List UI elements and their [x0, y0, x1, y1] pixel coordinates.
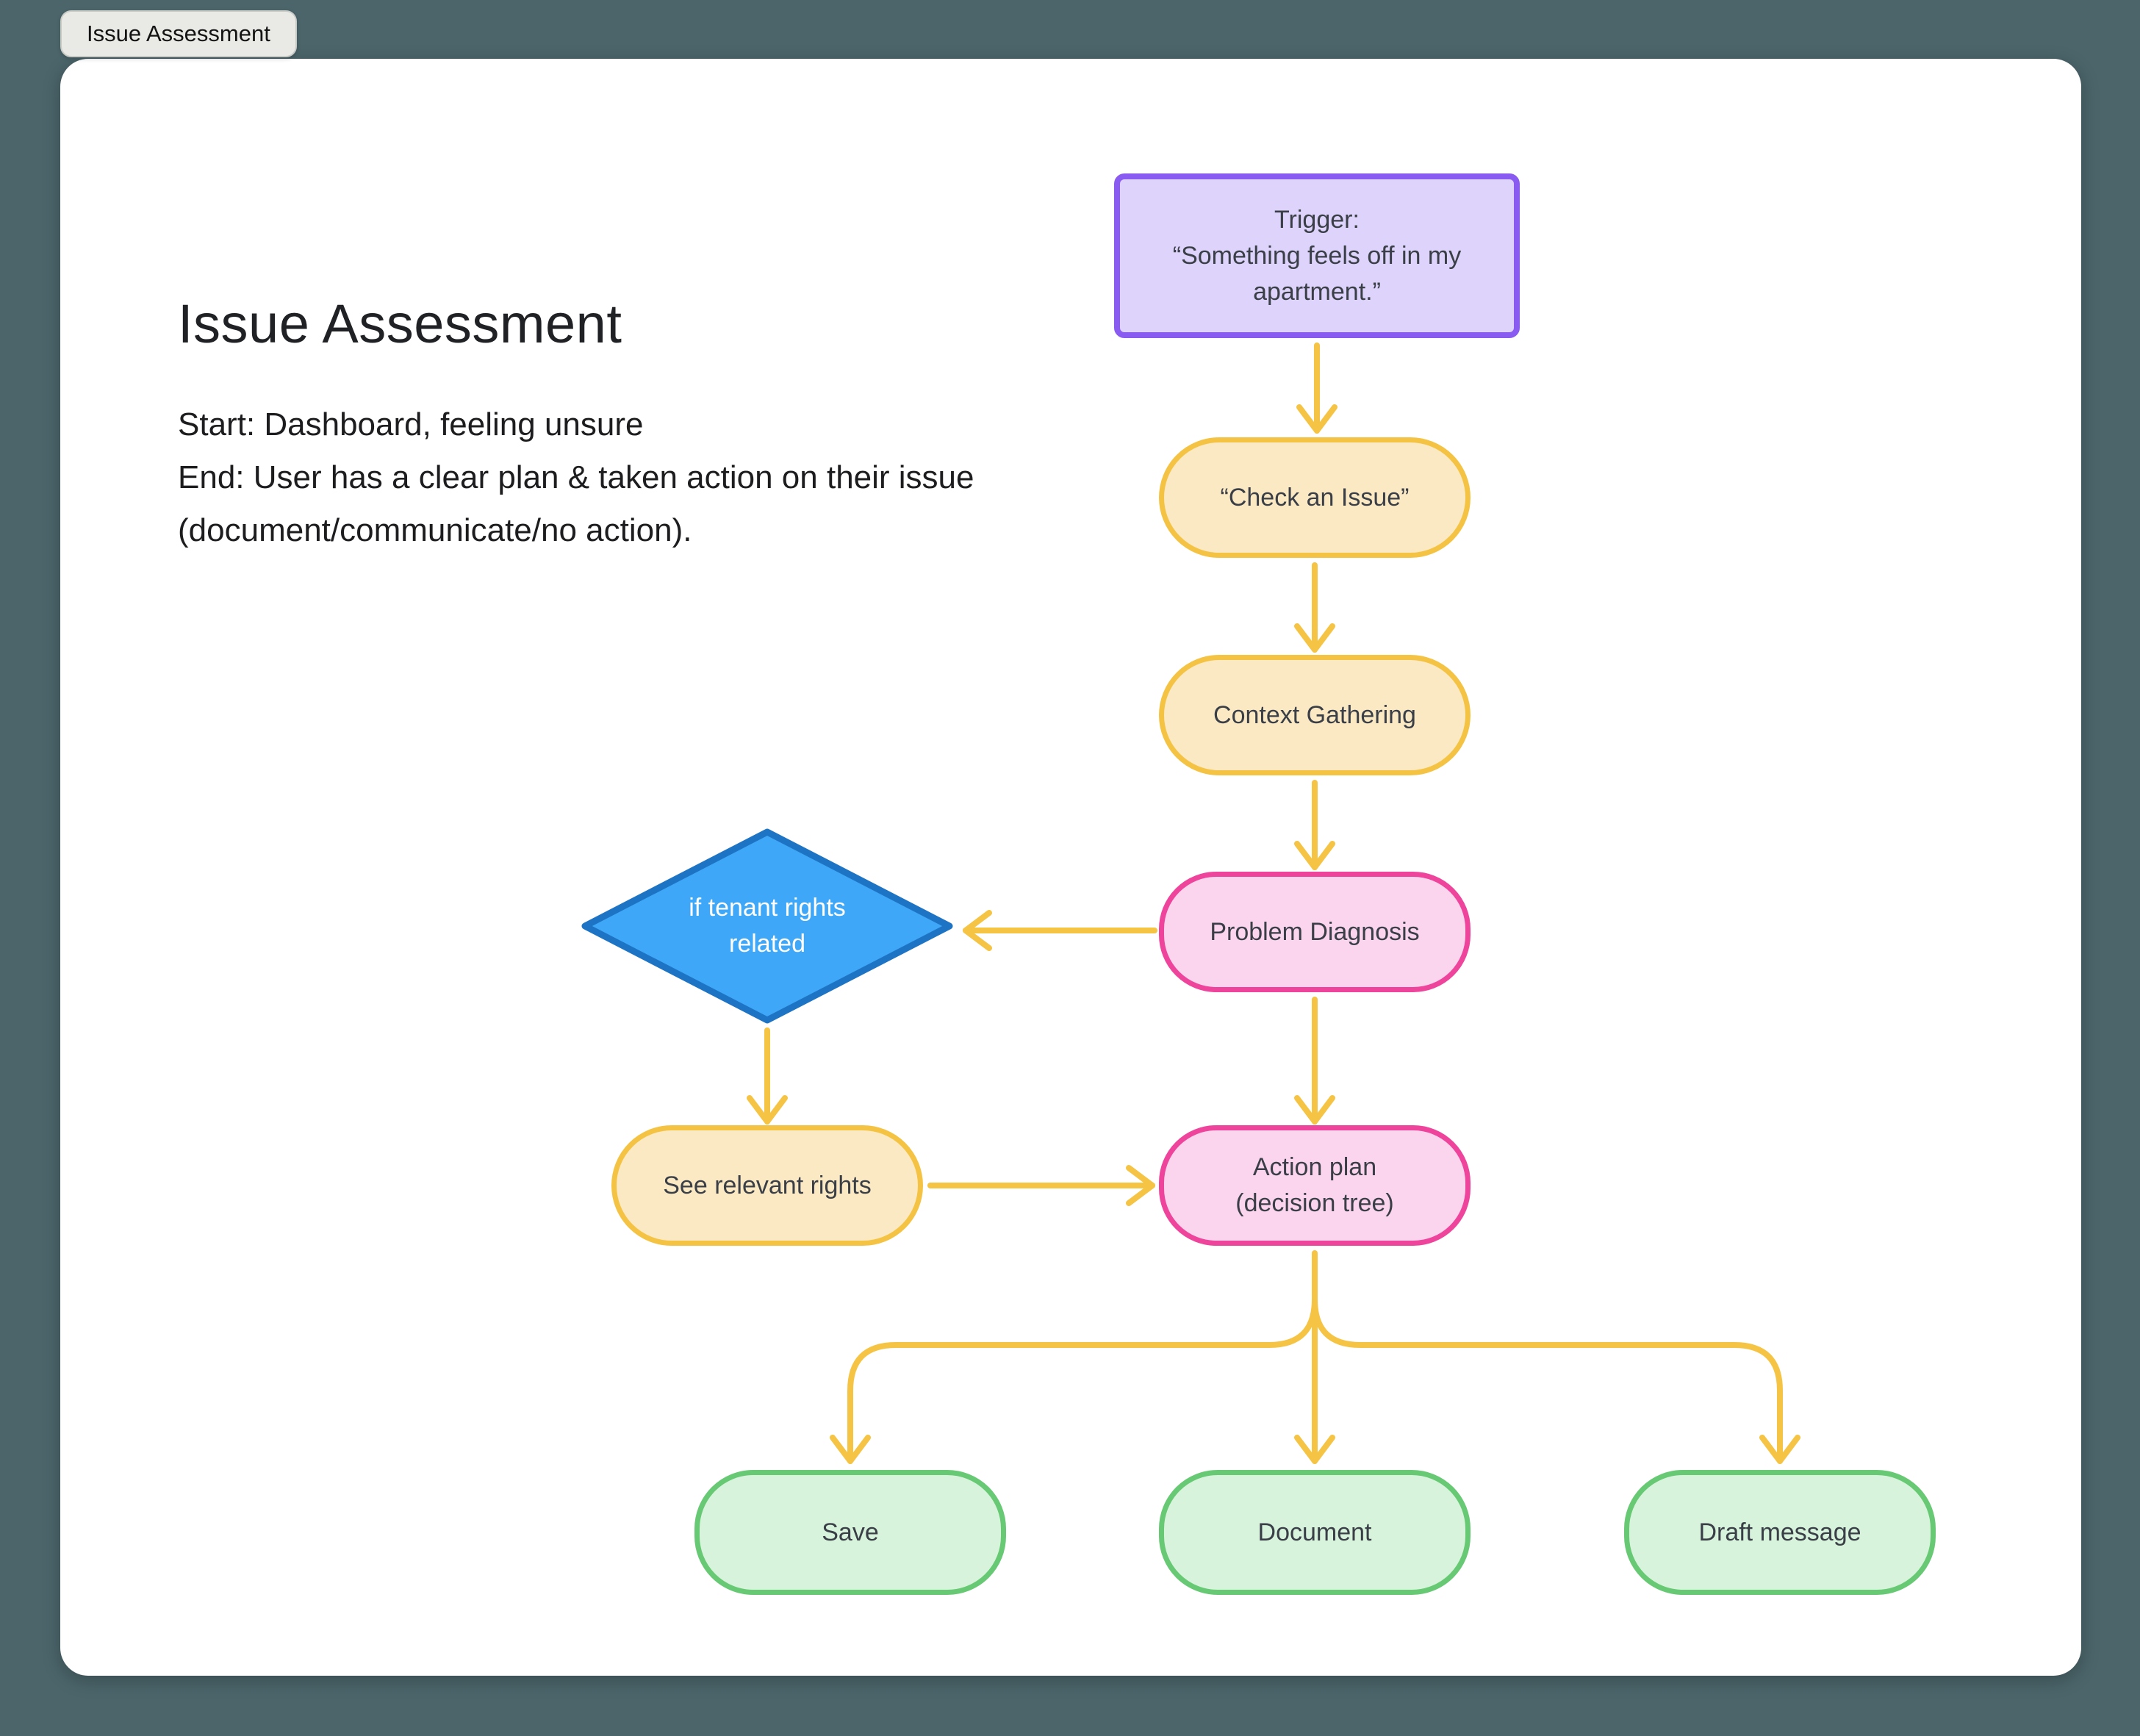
- node-action-plan[interactable]: Action plan (decision tree): [1159, 1125, 1471, 1246]
- tab-label: Issue Assessment: [87, 21, 270, 46]
- node-see-relevant-rights[interactable]: See relevant rights: [611, 1125, 923, 1246]
- description-end: End: User has a clear plan & taken actio…: [178, 459, 974, 548]
- node-label-line1: Action plan: [1252, 1153, 1377, 1181]
- edge-action-save: [847, 1296, 1318, 1464]
- page-description: Start: Dashboard, feeling unsure End: Us…: [178, 398, 1038, 557]
- node-label: Save: [822, 1518, 879, 1546]
- arrowhead-down-icon: [1294, 1095, 1335, 1125]
- node-document[interactable]: Document: [1159, 1470, 1471, 1595]
- node-label-line2: (decision tree): [1235, 1189, 1394, 1217]
- arrowhead-down-icon: [1294, 623, 1335, 653]
- arrowhead-down-icon: [830, 1435, 871, 1464]
- arrowhead-down-icon: [1296, 404, 1338, 434]
- node-label: See relevant rights: [663, 1171, 872, 1199]
- node-save[interactable]: Save: [694, 1470, 1006, 1595]
- node-trigger[interactable]: Trigger: “Something feels off in my apar…: [1114, 173, 1520, 338]
- connector-arrows-layer: [581, 342, 1800, 1464]
- arrowhead-down-icon: [1294, 841, 1335, 870]
- diamond-shape[interactable]: [581, 828, 953, 1024]
- whiteboard-canvas[interactable]: Issue Assessment Start: Dashboard, feeli…: [60, 59, 2081, 1676]
- arrowhead-down-icon: [747, 1095, 788, 1125]
- node-label: “Check an Issue”: [1220, 483, 1410, 512]
- node-label: Problem Diagnosis: [1210, 917, 1420, 946]
- arrowhead-right-icon: [1126, 1165, 1155, 1206]
- node-problem-diagnosis[interactable]: Problem Diagnosis: [1159, 872, 1471, 992]
- node-label: Document: [1257, 1518, 1372, 1546]
- arrowhead-left-icon: [963, 910, 992, 951]
- node-check-an-issue[interactable]: “Check an Issue”: [1159, 437, 1471, 558]
- node-label: Draft message: [1698, 1518, 1861, 1546]
- trigger-quote: “Something feels off in my apartment.”: [1172, 241, 1462, 306]
- node-draft-message[interactable]: Draft message: [1624, 1470, 1936, 1595]
- node-tenant-rights-decision[interactable]: if tenant rights related: [657, 875, 877, 978]
- trigger-title: Trigger:: [1274, 205, 1360, 234]
- node-label: if tenant rights related: [689, 894, 846, 958]
- description-start: Start: Dashboard, feeling unsure: [178, 406, 644, 442]
- page-title: Issue Assessment: [178, 293, 622, 354]
- node-context-gathering[interactable]: Context Gathering: [1159, 655, 1471, 775]
- arrowhead-down-icon: [1759, 1435, 1800, 1464]
- tab-issue-assessment[interactable]: Issue Assessment: [60, 10, 297, 57]
- node-label: Context Gathering: [1213, 700, 1416, 729]
- edge-action-draft: [1312, 1296, 1783, 1464]
- arrowhead-down-icon: [1294, 1435, 1335, 1464]
